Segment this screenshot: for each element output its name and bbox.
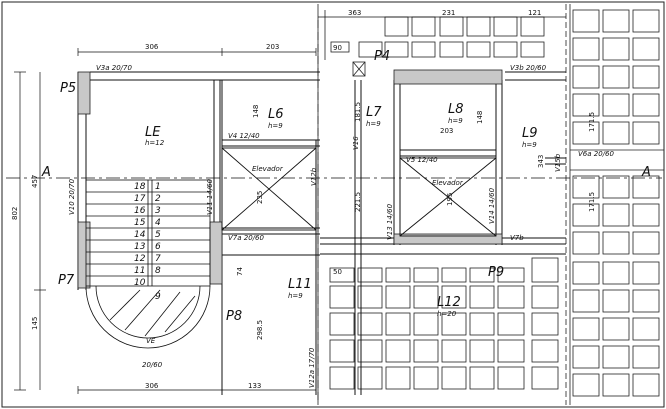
beam-ve: VE	[146, 337, 156, 345]
dim-203-l8: 203	[440, 127, 453, 135]
dim-298-5: 298.5	[256, 320, 264, 340]
pillar-label-p5: P5	[60, 81, 76, 96]
dim-145: 145	[31, 317, 39, 330]
dim-203-top: 203	[266, 43, 279, 51]
dim-50: 50	[333, 268, 342, 276]
slab-le-note: h=12	[145, 139, 165, 147]
dim-221-5: 221.5	[354, 192, 362, 212]
step-11: 11	[134, 266, 145, 276]
dim-171-5-b: 171.5	[588, 192, 596, 212]
bottom-tile-grid	[329, 257, 559, 390]
dimension-labels: 306 203 363 231 121 457 802 145 148 181.…	[11, 9, 596, 390]
pillar-p7	[77, 221, 91, 289]
dim-148-l8: 148	[476, 111, 484, 124]
dim-306-bottom: 306	[145, 382, 159, 390]
step-1: 1	[155, 182, 161, 192]
dimension-lines	[14, 16, 566, 394]
step-18: 18	[134, 182, 146, 192]
beam-v3a: V3a 20/70	[96, 64, 132, 72]
slab-l12-note: h=20	[437, 310, 457, 318]
dim-20-60-bottom: 20/60	[142, 361, 163, 369]
slab-l9-note: h=9	[522, 141, 537, 149]
slab-l8-note: h=9	[448, 117, 463, 125]
slab-l7-note: h=9	[366, 120, 381, 128]
beam-v11: V11 14/60	[206, 178, 214, 215]
beam-v16: V16	[352, 136, 360, 150]
pillar-label-p4: P4	[374, 49, 390, 64]
dim-802: 802	[11, 207, 19, 220]
pillar-p8	[209, 221, 223, 285]
step-4: 4	[155, 218, 161, 228]
dim-133: 133	[248, 382, 261, 390]
slab-l11-note: h=9	[288, 292, 303, 300]
dim-195: 195	[446, 193, 454, 206]
step-10: 10	[134, 278, 146, 288]
right-tile-grid	[565, 4, 664, 405]
section-mark-right: A	[641, 165, 651, 180]
pillar-marks	[77, 69, 503, 289]
dim-171-5-a: 171.5	[588, 112, 596, 132]
dim-90: 90	[333, 44, 342, 52]
beam-v10: V10 20/70	[68, 178, 76, 215]
stair-step-numbers: 18 17 16 15 14 13 12 11 10 1 2 3 4 5 6 7…	[134, 182, 161, 302]
pillar-p5	[77, 71, 91, 115]
beam-v14: V14 14/60	[488, 187, 496, 224]
step-6: 6	[155, 242, 161, 252]
step-9: 9	[155, 292, 161, 302]
step-17: 17	[134, 194, 146, 204]
beam-top-gray	[393, 69, 503, 85]
step-14: 14	[134, 230, 146, 240]
dim-235: 235	[256, 191, 264, 204]
beam-v4: V4 12/40	[228, 132, 260, 140]
dim-363: 363	[348, 9, 361, 17]
beam-v5: V5 12/40	[406, 156, 438, 164]
step-15: 15	[134, 218, 146, 228]
staircase	[85, 179, 211, 349]
beam-v15b: V15b	[554, 153, 562, 172]
beam-v7b: V7b	[510, 234, 524, 242]
step-3: 3	[155, 206, 161, 216]
pillar-label-p9: P9	[488, 265, 504, 280]
dim-306-top: 306	[145, 43, 159, 51]
dim-231: 231	[442, 9, 455, 17]
beam-v6a: V6a 20/60	[578, 150, 614, 158]
beam-v12a: V12a 17/70	[308, 347, 316, 388]
step-7: 7	[155, 254, 161, 264]
dim-457: 457	[31, 175, 39, 188]
dim-343: 343	[537, 155, 545, 168]
step-5: 5	[155, 230, 161, 240]
slab-l12-name: L12	[437, 295, 461, 310]
step-13: 13	[134, 242, 146, 252]
step-16: 16	[134, 206, 146, 216]
slab-l8-name: L8	[448, 102, 464, 117]
slab-l9-name: L9	[522, 126, 538, 141]
elevator-label-2: Elevador	[432, 179, 464, 187]
elevator-shafts	[221, 147, 497, 237]
dim-148-l6: 148	[252, 105, 260, 118]
beam-v12b: V12b	[310, 167, 318, 186]
pillar-label-p7: P7	[58, 273, 75, 288]
slab-l6-name: L6	[268, 107, 284, 122]
step-2: 2	[155, 194, 161, 204]
slab-l11-name: L11	[288, 277, 312, 292]
elevator-label-1: Elevador	[252, 165, 284, 173]
beam-v7a: V7a 20/60	[228, 234, 264, 242]
step-8: 8	[155, 266, 161, 276]
beam-v3b: V3b 20/60	[510, 64, 547, 72]
beam-bottom-gray	[393, 233, 503, 245]
slab-le-name: LE	[145, 125, 161, 140]
section-mark-left: A	[41, 165, 51, 180]
pillar-label-p8: P8	[226, 309, 242, 324]
beam-v13: V13 14/60	[386, 203, 394, 240]
slab-l6-note: h=9	[268, 122, 283, 130]
slab-l7-name: L7	[366, 105, 382, 120]
step-12: 12	[134, 254, 146, 264]
dim-74: 74	[236, 267, 244, 276]
dim-181-5: 181.5	[354, 102, 362, 122]
dim-121: 121	[528, 9, 541, 17]
